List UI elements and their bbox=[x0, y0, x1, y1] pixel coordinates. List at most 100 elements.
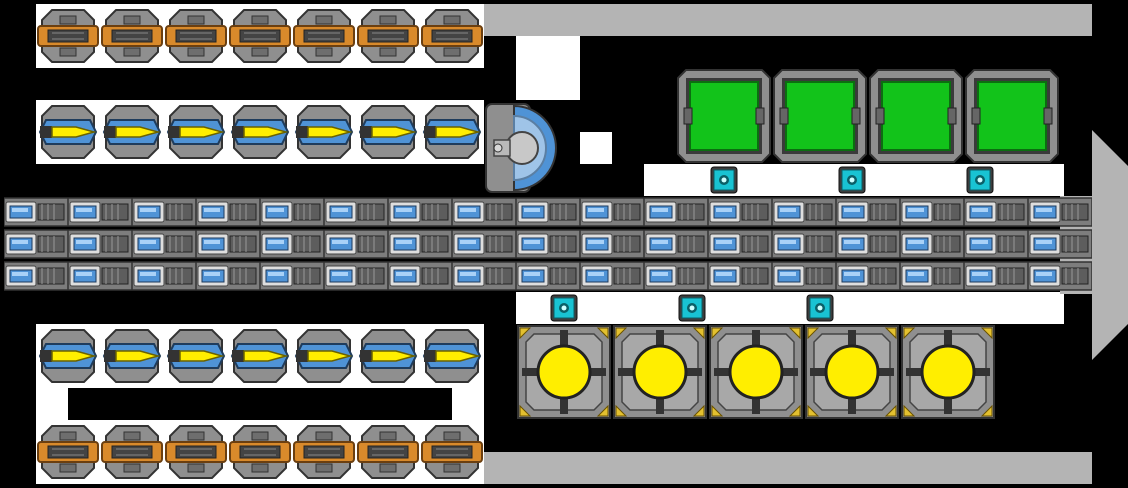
blue-engine-icon[interactable] bbox=[132, 196, 196, 228]
blue-engine-icon[interactable] bbox=[516, 196, 580, 228]
cyan-connector-icon[interactable] bbox=[678, 294, 706, 322]
blue-engine-icon[interactable] bbox=[964, 228, 1028, 260]
blue-engine-icon[interactable] bbox=[900, 260, 964, 292]
copper-thruster-icon[interactable] bbox=[228, 4, 292, 68]
blue-engine-icon[interactable] bbox=[196, 228, 260, 260]
copper-thruster-icon[interactable] bbox=[164, 420, 228, 484]
blue-engine-icon[interactable] bbox=[4, 228, 68, 260]
cyan-connector-icon[interactable] bbox=[550, 294, 578, 322]
yellow-gun-icon[interactable] bbox=[356, 324, 420, 388]
yellow-gun-icon[interactable] bbox=[100, 100, 164, 164]
blue-engine-icon[interactable] bbox=[68, 228, 132, 260]
copper-thruster-icon[interactable] bbox=[164, 4, 228, 68]
yellow-gun-icon[interactable] bbox=[228, 324, 292, 388]
yellow-gun-icon[interactable] bbox=[292, 100, 356, 164]
bottom-hull-bar bbox=[484, 452, 1092, 484]
blue-engine-icon[interactable] bbox=[196, 196, 260, 228]
blue-engine-icon[interactable] bbox=[68, 196, 132, 228]
bottom-thruster-row bbox=[36, 420, 484, 484]
blue-engine-icon[interactable] bbox=[836, 196, 900, 228]
blue-engine-icon[interactable] bbox=[580, 260, 644, 292]
blue-engine-icon[interactable] bbox=[644, 228, 708, 260]
cyan-connector-icon[interactable] bbox=[806, 294, 834, 322]
blue-engine-icon[interactable] bbox=[388, 196, 452, 228]
blue-engine-icon[interactable] bbox=[708, 196, 772, 228]
blue-engine-icon[interactable] bbox=[452, 196, 516, 228]
blue-engine-icon[interactable] bbox=[68, 260, 132, 292]
copper-thruster-icon[interactable] bbox=[292, 420, 356, 484]
blue-engine-icon[interactable] bbox=[516, 260, 580, 292]
blue-engine-icon[interactable] bbox=[580, 228, 644, 260]
blue-engine-icon[interactable] bbox=[324, 196, 388, 228]
green-storage-icon[interactable] bbox=[676, 68, 772, 164]
blue-engine-icon[interactable] bbox=[260, 260, 324, 292]
yellow-reactor-icon[interactable] bbox=[804, 324, 900, 420]
yellow-gun-icon[interactable] bbox=[228, 100, 292, 164]
yellow-gun-icon[interactable] bbox=[420, 100, 484, 164]
blue-engine-icon[interactable] bbox=[4, 196, 68, 228]
yellow-gun-icon[interactable] bbox=[164, 324, 228, 388]
blue-engine-icon[interactable] bbox=[1028, 196, 1092, 228]
blue-engine-icon[interactable] bbox=[132, 228, 196, 260]
blue-engine-icon[interactable] bbox=[196, 260, 260, 292]
copper-thruster-icon[interactable] bbox=[100, 4, 164, 68]
blue-engine-icon[interactable] bbox=[772, 228, 836, 260]
green-storage-icon[interactable] bbox=[868, 68, 964, 164]
copper-thruster-icon[interactable] bbox=[356, 4, 420, 68]
blue-engine-icon[interactable] bbox=[900, 228, 964, 260]
yellow-reactor-icon[interactable] bbox=[708, 324, 804, 420]
copper-thruster-icon[interactable] bbox=[420, 420, 484, 484]
copper-thruster-icon[interactable] bbox=[420, 4, 484, 68]
yellow-gun-icon[interactable] bbox=[164, 100, 228, 164]
cyan-connector-icon[interactable] bbox=[966, 166, 994, 194]
blue-engine-icon[interactable] bbox=[1028, 260, 1092, 292]
blue-engine-icon[interactable] bbox=[388, 260, 452, 292]
blue-engine-icon[interactable] bbox=[772, 196, 836, 228]
blue-engine-icon[interactable] bbox=[324, 260, 388, 292]
copper-thruster-icon[interactable] bbox=[292, 4, 356, 68]
green-storage-icon[interactable] bbox=[772, 68, 868, 164]
cockpit-dome-icon[interactable] bbox=[484, 100, 580, 196]
blue-engine-icon[interactable] bbox=[388, 228, 452, 260]
blue-engine-icon[interactable] bbox=[580, 196, 644, 228]
bottom-gap-panel bbox=[36, 388, 68, 420]
blue-engine-icon[interactable] bbox=[324, 228, 388, 260]
yellow-gun-icon[interactable] bbox=[100, 324, 164, 388]
cyan-connector-icon[interactable] bbox=[838, 166, 866, 194]
yellow-reactor-icon[interactable] bbox=[516, 324, 612, 420]
copper-thruster-icon[interactable] bbox=[36, 4, 100, 68]
blue-engine-icon[interactable] bbox=[260, 196, 324, 228]
yellow-gun-icon[interactable] bbox=[36, 324, 100, 388]
cyan-connector-icon[interactable] bbox=[710, 166, 738, 194]
copper-thruster-icon[interactable] bbox=[228, 420, 292, 484]
copper-thruster-icon[interactable] bbox=[36, 420, 100, 484]
blue-engine-icon[interactable] bbox=[644, 196, 708, 228]
blue-engine-icon[interactable] bbox=[132, 260, 196, 292]
yellow-gun-icon[interactable] bbox=[356, 100, 420, 164]
blue-engine-icon[interactable] bbox=[4, 260, 68, 292]
blue-engine-icon[interactable] bbox=[516, 228, 580, 260]
blue-engine-icon[interactable] bbox=[260, 228, 324, 260]
storage-row bbox=[676, 68, 1060, 164]
blue-engine-icon[interactable] bbox=[708, 228, 772, 260]
blue-engine-icon[interactable] bbox=[452, 228, 516, 260]
green-storage-icon[interactable] bbox=[964, 68, 1060, 164]
blue-engine-icon[interactable] bbox=[708, 260, 772, 292]
blue-engine-icon[interactable] bbox=[964, 260, 1028, 292]
yellow-gun-icon[interactable] bbox=[292, 324, 356, 388]
blue-engine-icon[interactable] bbox=[836, 260, 900, 292]
blue-engine-icon[interactable] bbox=[836, 228, 900, 260]
blue-engine-icon[interactable] bbox=[644, 260, 708, 292]
blue-engine-icon[interactable] bbox=[452, 260, 516, 292]
bottom-gun-row bbox=[36, 324, 484, 388]
copper-thruster-icon[interactable] bbox=[356, 420, 420, 484]
blue-engine-icon[interactable] bbox=[772, 260, 836, 292]
yellow-reactor-icon[interactable] bbox=[900, 324, 996, 420]
blue-engine-icon[interactable] bbox=[900, 196, 964, 228]
yellow-gun-icon[interactable] bbox=[36, 100, 100, 164]
blue-engine-icon[interactable] bbox=[1028, 228, 1092, 260]
yellow-reactor-icon[interactable] bbox=[612, 324, 708, 420]
yellow-gun-icon[interactable] bbox=[420, 324, 484, 388]
copper-thruster-icon[interactable] bbox=[100, 420, 164, 484]
blue-engine-icon[interactable] bbox=[964, 196, 1028, 228]
